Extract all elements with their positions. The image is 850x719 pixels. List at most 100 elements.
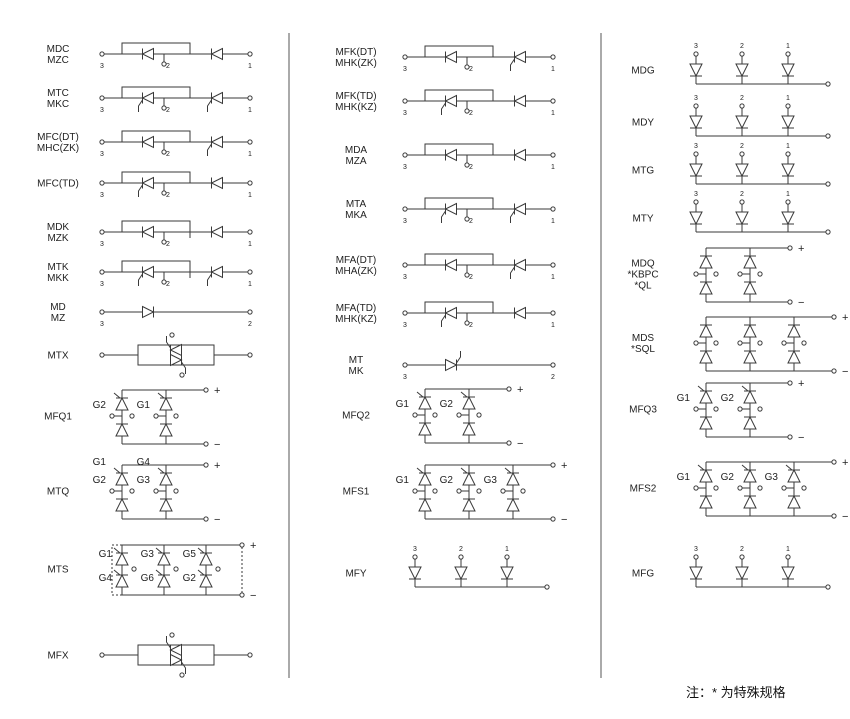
- pin-label: 3: [403, 274, 407, 281]
- plus-sign: +: [250, 540, 256, 552]
- terminal-dot: [825, 81, 831, 87]
- pin-label: 3: [694, 143, 698, 150]
- pin-label: 2: [740, 143, 744, 150]
- pin-label: 3: [100, 281, 104, 288]
- terminal-dot: [179, 672, 185, 678]
- triac-outline: [137, 644, 215, 666]
- plus-sign: +: [517, 384, 523, 396]
- model-label: MTQ: [47, 487, 69, 498]
- model-label: MDQ: [631, 259, 655, 270]
- plus-sign: +: [798, 378, 804, 390]
- diode: [689, 163, 703, 178]
- model-label: MFX: [47, 651, 68, 662]
- model-label: MTA: [346, 199, 367, 210]
- terminal-dot: [550, 362, 556, 368]
- model-label: MHC(ZK): [37, 143, 79, 154]
- model-label: MFQ3: [629, 405, 657, 416]
- model-label: MTK: [47, 262, 68, 273]
- upper-thyristor: [113, 467, 129, 486]
- thyristor-1: [441, 306, 457, 327]
- triac-thyristor-b: [170, 353, 186, 374]
- terminal-dot: [99, 139, 105, 145]
- circuit-mtx: MTX: [47, 332, 253, 378]
- terminal-dot: [785, 103, 791, 109]
- plus-sign: +: [214, 385, 220, 397]
- upper-thyristor: [697, 385, 713, 404]
- model-label: MT: [349, 355, 363, 366]
- model-label: MHA(ZK): [335, 266, 377, 277]
- terminal-dot: [412, 412, 418, 418]
- pin-label: 3: [403, 110, 407, 117]
- terminal-dot: [544, 584, 550, 590]
- diode-2: [210, 176, 223, 190]
- upper-thyristor: [697, 464, 713, 483]
- model-label: MFK(TD): [335, 91, 376, 102]
- thyristor-1: [138, 176, 154, 197]
- gate-label: G2: [93, 400, 107, 411]
- gate-label: G2: [721, 393, 735, 404]
- terminal-dot: [129, 413, 135, 419]
- terminal-dot: [247, 229, 253, 235]
- terminal-dot: [131, 566, 137, 572]
- minus-sign: −: [214, 514, 220, 526]
- upper-thyristor: [155, 547, 171, 566]
- pin-label: 3: [694, 95, 698, 102]
- terminal-dot: [173, 413, 179, 419]
- terminal-dot: [169, 632, 175, 638]
- terminal-dot: [504, 554, 510, 560]
- terminal-dot: [153, 413, 159, 419]
- gate-label: G2: [183, 573, 197, 584]
- model-label: MK: [349, 366, 364, 377]
- terminal-dot: [801, 340, 807, 346]
- terminal-dot: [99, 269, 105, 275]
- diode-2: [513, 148, 526, 162]
- terminal-dot: [239, 592, 245, 598]
- circuit-mfx: MFX: [47, 632, 253, 678]
- upper-diode: [787, 323, 801, 338]
- triac-thyristor-a: [166, 636, 182, 657]
- lower-diode: [159, 497, 173, 512]
- thyristor-2: [207, 91, 223, 112]
- terminal-dot: [785, 51, 791, 57]
- model-label: MFC(DT): [37, 132, 79, 143]
- pin-label: 2: [551, 374, 555, 381]
- model-label: MTS: [47, 565, 68, 576]
- diode-2: [210, 225, 223, 239]
- terminal-dot: [247, 180, 253, 186]
- diode-1: [141, 225, 154, 239]
- gate-label: G1: [677, 393, 691, 404]
- diode: [689, 63, 703, 78]
- diode-1: [444, 50, 457, 64]
- terminal-dot: [476, 412, 482, 418]
- diode-2: [513, 306, 526, 320]
- model-label: MHK(KZ): [335, 102, 377, 113]
- lower-diode: [787, 349, 801, 364]
- model-label: MZ: [51, 313, 65, 324]
- terminal-dot: [757, 485, 763, 491]
- gate-label: G1: [93, 457, 107, 468]
- diode: [735, 566, 749, 581]
- model-label: MZC: [47, 55, 69, 66]
- model-label: MHK(ZK): [335, 58, 377, 69]
- terminal-dot: [785, 151, 791, 157]
- terminal-dot: [550, 310, 556, 316]
- model-label: MZK: [47, 233, 68, 244]
- pin-label: 3: [694, 191, 698, 198]
- model-label: MDC: [47, 44, 70, 55]
- pin-label: 2: [740, 546, 744, 553]
- model-label: *SQL: [631, 344, 655, 355]
- terminal-dot: [173, 488, 179, 494]
- terminal-dot: [402, 54, 408, 60]
- pin-label: 1: [786, 43, 790, 50]
- pin-label: 1: [786, 191, 790, 198]
- pin-label: 1: [551, 66, 555, 73]
- pin-label: 3: [100, 192, 104, 199]
- terminal-dot: [550, 262, 556, 268]
- pin-label: 2: [740, 95, 744, 102]
- terminal-dot: [402, 206, 408, 212]
